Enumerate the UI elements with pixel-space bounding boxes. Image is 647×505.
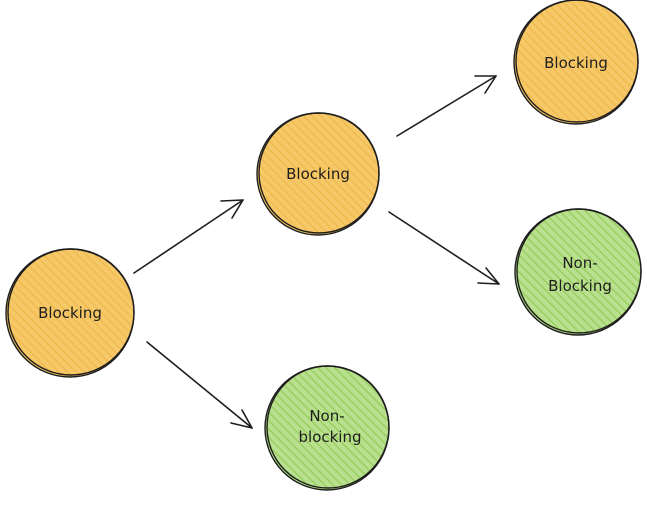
edges [133,75,500,429]
edge-mid-to-top-right [396,75,497,137]
node-top-right: Blocking [513,0,639,125]
node-top-right-label: Blocking [544,54,608,72]
node-mid-right-label-line-1: Non- [562,254,597,272]
node-root-fill [6,249,134,377]
node-bottom-label-line-1: Non- [309,407,344,425]
node-bottom-label-line-2: blocking [299,428,362,446]
node-mid: Blocking [256,112,380,236]
edge-mid-to-mid-right [388,211,500,285]
node-mid-right-label-line-2: Blocking [548,277,612,295]
edge-root-to-bottom [146,341,253,429]
node-bottom: Non- blocking [264,365,390,491]
node-mid-right: Non- Blocking [514,208,642,336]
node-root-label: Blocking [38,304,102,322]
node-bottom-fill [265,366,389,490]
node-mid-label: Blocking [286,165,350,183]
node-mid-fill [257,113,379,235]
node-root: Blocking [5,248,135,378]
node-top-right-fill [514,0,638,124]
edge-root-to-mid [133,199,244,274]
node-mid-right-fill [515,209,641,335]
